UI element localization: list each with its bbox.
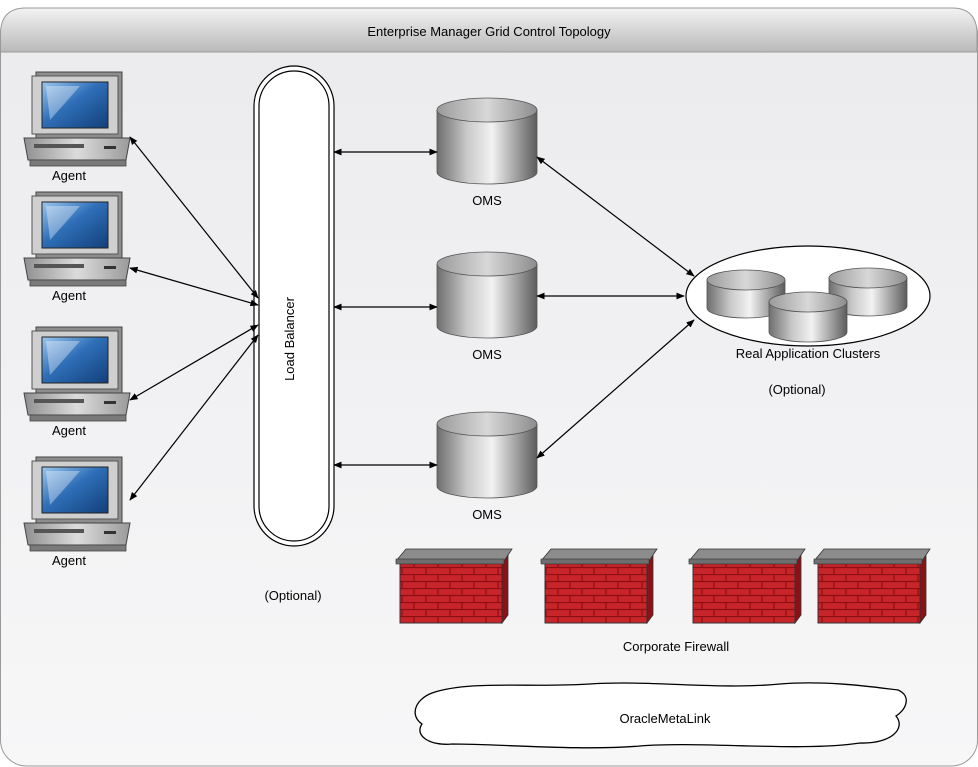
agent-computer <box>23 326 131 422</box>
cloud-shape <box>414 682 907 749</box>
agent-label: Agent <box>52 168 86 183</box>
connection-arrow <box>536 156 695 277</box>
oms-database-icon <box>436 251 538 339</box>
oraclemetalink-cloud: OracleMetaLink <box>414 682 907 749</box>
header-bar <box>0 7 978 53</box>
screen-icon <box>41 466 109 514</box>
screen-icon <box>41 336 109 384</box>
connection-arrow <box>129 266 259 307</box>
oms-servers: OMS OMS OMS <box>436 97 538 522</box>
oms-database-icon <box>436 411 538 499</box>
firewall-wall-icon <box>688 548 806 625</box>
rac-database-icon <box>768 291 848 343</box>
rac-database-icon <box>706 269 786 319</box>
metalink-label: OracleMetaLink <box>619 711 711 726</box>
oms-label: OMS <box>472 193 502 208</box>
load-balancer-label: Load Balancer <box>282 296 297 381</box>
agent-label: Agent <box>52 553 86 568</box>
rac-note: (Optional) <box>768 382 825 397</box>
connection-arrow <box>129 334 259 501</box>
firewall-label: Corporate Firewall <box>623 639 729 654</box>
rac-database-icon <box>828 267 908 317</box>
load-balancer-inner <box>258 70 330 542</box>
agent-computer <box>23 456 131 552</box>
oms-label: OMS <box>472 507 502 522</box>
rac-cluster: Real Application Clusters (Optional) <box>685 245 931 397</box>
agent-computer <box>23 71 131 167</box>
corporate-firewall <box>395 548 931 625</box>
load-balancer-note: (Optional) <box>264 588 321 603</box>
agent-label: Agent <box>52 288 86 303</box>
rac-label: Real Application Clusters <box>736 346 881 361</box>
firewall-wall-icon <box>540 548 658 625</box>
agent-computer <box>23 191 131 287</box>
oms-label: OMS <box>472 347 502 362</box>
load-balancer: Load Balancer (Optional) <box>253 65 335 603</box>
connections <box>129 136 695 501</box>
firewall-wall-icon <box>395 548 513 625</box>
connection-arrow <box>536 319 695 459</box>
screen-icon <box>41 81 109 129</box>
agent-label: Agent <box>52 423 86 438</box>
screen-icon <box>41 201 109 249</box>
firewall-wall-icon <box>813 548 931 625</box>
oms-database-icon <box>436 97 538 185</box>
diagram-title: Enterprise Manager Grid Control Topology <box>367 24 611 39</box>
